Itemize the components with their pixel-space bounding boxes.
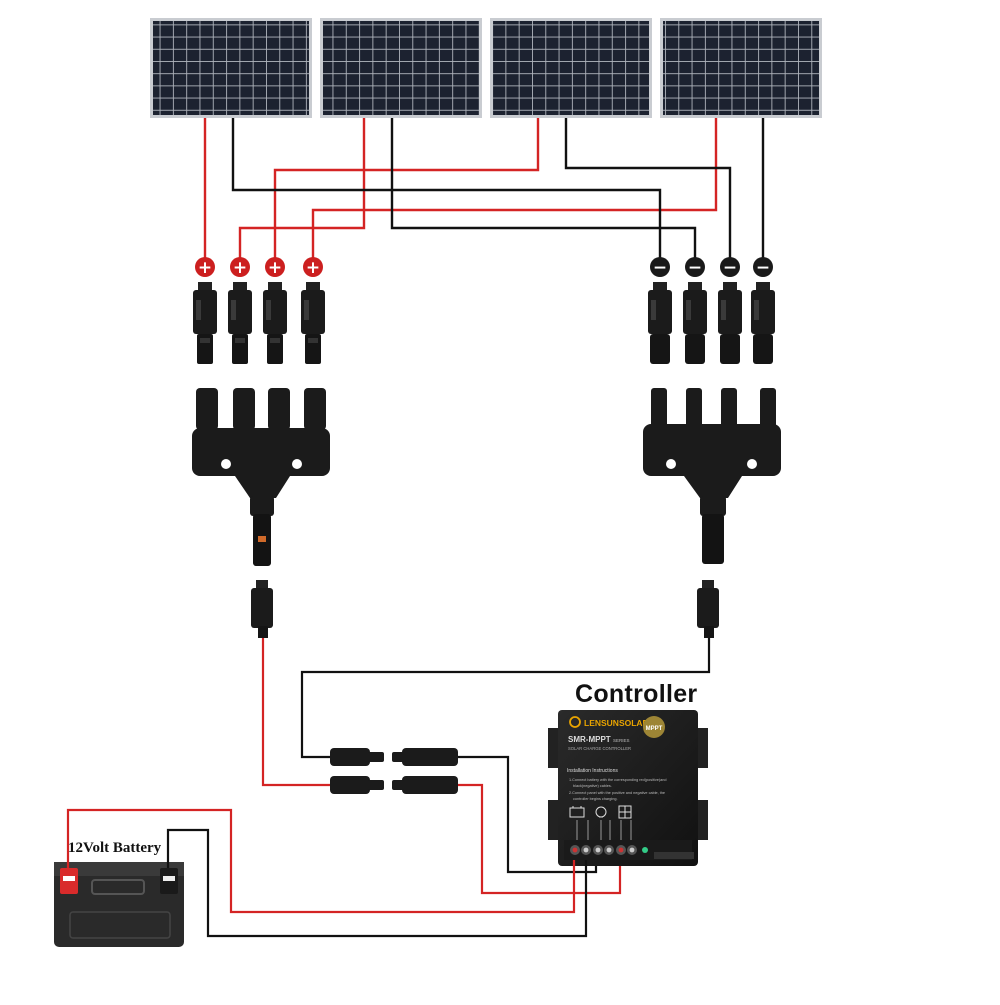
- controller-terminal: [570, 845, 580, 855]
- panel-3-negative-wire: [564, 118, 732, 262]
- negative-marker: −: [753, 257, 773, 278]
- instructions-line: 2.Connect panel with the positive and ne…: [569, 791, 665, 795]
- controller-terminal: [604, 845, 614, 855]
- battery-negative-wire: [166, 828, 588, 938]
- mc4-connector-positive: [263, 282, 287, 364]
- controller-terminal: [627, 845, 637, 855]
- solar-panel-1: [150, 18, 312, 118]
- positive-marker: +: [265, 257, 285, 278]
- instructions-title: Installation Instructions: [567, 768, 618, 774]
- svg-text:+: +: [268, 258, 282, 278]
- panel-3-positive-wire: [273, 118, 540, 262]
- branch-connector-positive: [192, 388, 330, 566]
- svg-text:−: −: [653, 258, 667, 278]
- negative-marker: −: [650, 257, 670, 278]
- controller-model-suffix: SERIES: [613, 738, 630, 743]
- svg-text:−: −: [723, 258, 737, 278]
- battery-label: 12Volt Battery: [68, 840, 162, 856]
- pv-positive-to-controller-wire: [458, 783, 622, 895]
- svg-text:−: −: [756, 258, 770, 278]
- array-negative-wire: [300, 638, 711, 759]
- status-indicator-light: [642, 847, 648, 853]
- svg-text:+: +: [233, 258, 247, 278]
- instructions-line: black(negative) cables.: [573, 784, 612, 788]
- controller-port-strip: [654, 852, 694, 859]
- inline-mc4-connector-positive-pair: [330, 776, 458, 794]
- svg-text:+: +: [198, 258, 212, 278]
- controller-label: Controller: [575, 680, 698, 708]
- mc4-connector-negative: [751, 282, 775, 364]
- positive-marker: +: [230, 257, 250, 278]
- positive-marker: +: [195, 257, 215, 278]
- array-positive-wire: [261, 638, 330, 787]
- inline-mc4-connector-negative-pair: [330, 748, 458, 766]
- solar-panel-icon: [618, 805, 632, 819]
- svg-text:−: −: [688, 258, 702, 278]
- battery-icon: [569, 806, 585, 818]
- controller-terminal: [593, 845, 603, 855]
- brand-logo-icon: [569, 716, 581, 728]
- mc4-extension-connector-negative: [697, 580, 719, 638]
- mc4-connector-positive: [228, 282, 252, 364]
- battery-positive-wire: [66, 808, 576, 914]
- controller-brand: LENSUNSOLAR: [584, 718, 649, 728]
- controller-model: SMR-MPPT: [568, 735, 611, 744]
- mc4-extension-connector-positive: [251, 580, 273, 638]
- solar-panel-4: [660, 18, 822, 118]
- instructions-line: controller begins charging.: [573, 797, 618, 801]
- mc4-connector-negative: [683, 282, 707, 364]
- mc4-connector-positive: [193, 282, 217, 364]
- panel-2-positive-wire: [238, 118, 366, 262]
- battery: [54, 862, 184, 947]
- negative-marker: −: [720, 257, 740, 278]
- mc4-connector-negative: [718, 282, 742, 364]
- mc4-connector-negative: [648, 282, 672, 364]
- lightbulb-icon: [595, 806, 607, 818]
- pv-negative-to-controller-wire: [458, 755, 598, 874]
- charge-controller: LENSUNSOLAR MPPT SMR-MPPT SERIES SOLAR C…: [548, 710, 708, 866]
- solar-panel-2: [320, 18, 482, 118]
- mc4-connector-positive: [301, 282, 325, 364]
- positive-marker: +: [303, 257, 323, 278]
- mppt-badge-text: MPPT: [646, 726, 663, 732]
- svg-text:+: +: [306, 258, 320, 278]
- controller-subtitle: SOLAR CHARGE CONTROLLER: [568, 746, 631, 751]
- controller-terminal: [581, 845, 591, 855]
- mppt-badge: [643, 716, 665, 738]
- branch-connector-negative: [643, 388, 781, 564]
- instructions-line: 1.Connect battery with the corresponding…: [569, 778, 667, 782]
- controller-terminal: [616, 845, 626, 855]
- negative-marker: −: [685, 257, 705, 278]
- panel-4-positive-wire: [311, 118, 718, 262]
- solar-panel-3: [490, 18, 652, 118]
- panel-1-negative-wire: [231, 118, 662, 262]
- panel-2-negative-wire: [390, 118, 697, 262]
